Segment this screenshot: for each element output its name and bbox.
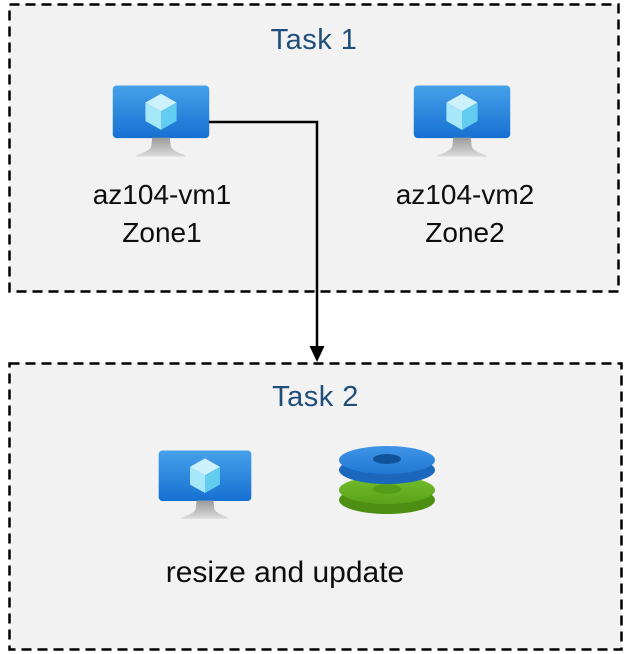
- vm2-label: az104-vm2 Zone2: [365, 176, 565, 252]
- task2-title: Task 2: [272, 381, 359, 413]
- vm2-zone: Zone2: [425, 217, 505, 248]
- managed-disks-icon: [339, 446, 435, 514]
- task1-title: Task 1: [270, 24, 358, 56]
- flow-arrow-head: [309, 346, 325, 362]
- virtual-machine-icon: [158, 450, 252, 519]
- vm1-zone: Zone1: [122, 217, 202, 248]
- virtual-machine-icon: [413, 85, 511, 157]
- virtual-machine-icon: [112, 85, 210, 157]
- vm1-name: az104-vm1: [92, 179, 232, 210]
- vm2-name: az104-vm2: [395, 179, 535, 210]
- task2-caption: resize and update: [165, 556, 405, 589]
- vm1-label: az104-vm1 Zone1: [62, 176, 262, 252]
